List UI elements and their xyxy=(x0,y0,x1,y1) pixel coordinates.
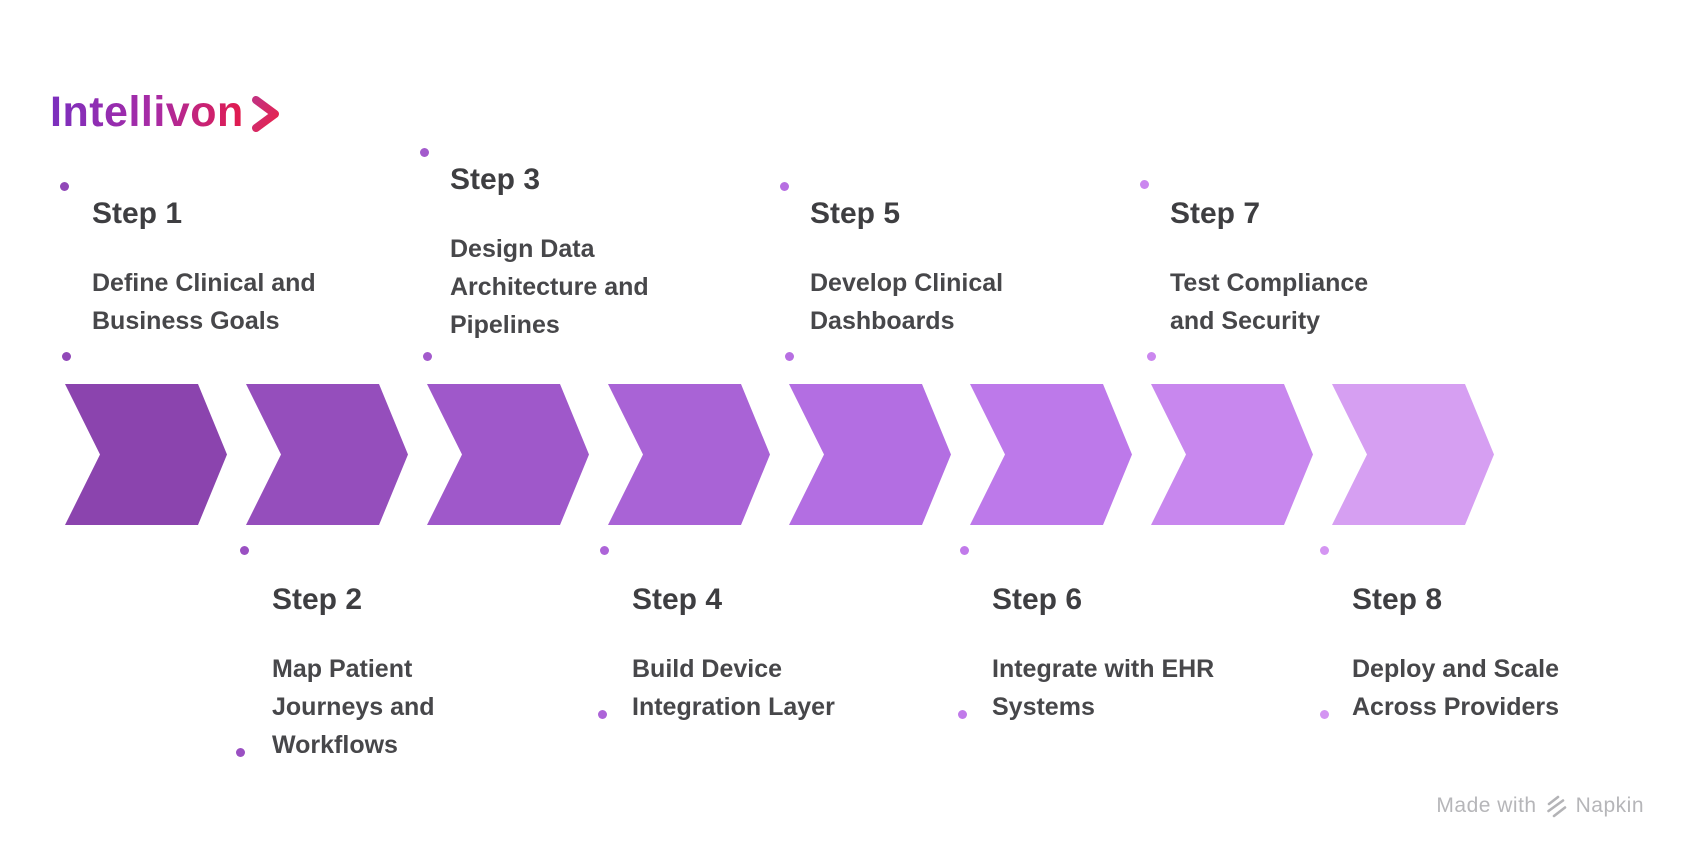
step-block-6: Step 6 Integrate with EHR Systems xyxy=(992,582,1312,726)
step-4-label: Step 4 xyxy=(632,583,723,616)
decor-dot xyxy=(960,546,969,555)
logo-chevron-icon xyxy=(251,95,279,132)
step-5-label: Step 5 xyxy=(810,197,901,230)
napkin-brand-text: Napkin xyxy=(1575,794,1644,817)
step-2-title: Map Patient Journeys and Workflows xyxy=(272,655,435,759)
logo-text: Intellivon xyxy=(50,88,244,136)
step-1-label: Step 1 xyxy=(92,197,183,230)
decor-dot xyxy=(1320,710,1329,719)
step-3-title: Design Data Architecture and Pipelines xyxy=(450,235,649,339)
chevron-arrow-step-6 xyxy=(970,384,1132,525)
chevron-arrow-step-3 xyxy=(427,384,589,525)
intellivon-logo: Intellivon xyxy=(50,88,282,137)
step-3-label: Step 3 xyxy=(450,163,541,196)
decor-dot xyxy=(780,182,789,191)
made-with-text: Made with xyxy=(1436,794,1537,817)
decor-dot xyxy=(62,352,71,361)
chevron-arrow-step-7 xyxy=(1151,384,1313,525)
step-block-5: Step 5 Develop Clinical Dashboards xyxy=(810,196,1130,340)
chevron-arrow-step-4 xyxy=(608,384,770,525)
chevron-arrow-step-5 xyxy=(789,384,951,525)
made-with-napkin: Made with Napkin xyxy=(1436,794,1644,818)
step-4-title: Build Device Integration Layer xyxy=(632,655,835,721)
decor-dot xyxy=(958,710,967,719)
step-1-title: Define Clinical and Business Goals xyxy=(92,269,316,335)
step-7-title: Test Compliance and Security xyxy=(1170,269,1369,335)
step-block-7: Step 7 Test Compliance and Security xyxy=(1170,196,1490,340)
step-block-3: Step 3 Design Data Architecture and Pipe… xyxy=(450,162,770,344)
chevron-arrow-step-1 xyxy=(65,384,227,525)
step-6-label: Step 6 xyxy=(992,583,1083,616)
decor-dot xyxy=(600,546,609,555)
chevron-arrow-step-2 xyxy=(246,384,408,525)
step-7-label: Step 7 xyxy=(1170,197,1261,230)
decor-dot xyxy=(1140,180,1149,189)
step-6-title: Integrate with EHR Systems xyxy=(992,655,1215,721)
step-block-1: Step 1 Define Clinical and Business Goal… xyxy=(92,196,412,340)
decor-dot xyxy=(423,352,432,361)
step-block-4: Step 4 Build Device Integration Layer xyxy=(632,582,952,726)
chevron-arrow-step-8 xyxy=(1332,384,1494,525)
decor-dot xyxy=(60,182,69,191)
decor-dot xyxy=(785,352,794,361)
decor-dot xyxy=(598,710,607,719)
decor-dot xyxy=(1147,352,1156,361)
step-2-label: Step 2 xyxy=(272,583,363,616)
decor-dot xyxy=(420,148,429,157)
decor-dot xyxy=(240,546,249,555)
step-8-title: Deploy and Scale Across Providers xyxy=(1352,655,1560,721)
step-5-title: Develop Clinical Dashboards xyxy=(810,269,1004,335)
decor-dot xyxy=(1320,546,1329,555)
step-block-2: Step 2 Map Patient Journeys and Workflow… xyxy=(272,582,592,764)
step-8-label: Step 8 xyxy=(1352,583,1443,616)
step-block-8: Step 8 Deploy and Scale Across Providers xyxy=(1352,582,1672,726)
decor-dot xyxy=(236,748,245,757)
napkin-logo-icon xyxy=(1546,795,1566,817)
